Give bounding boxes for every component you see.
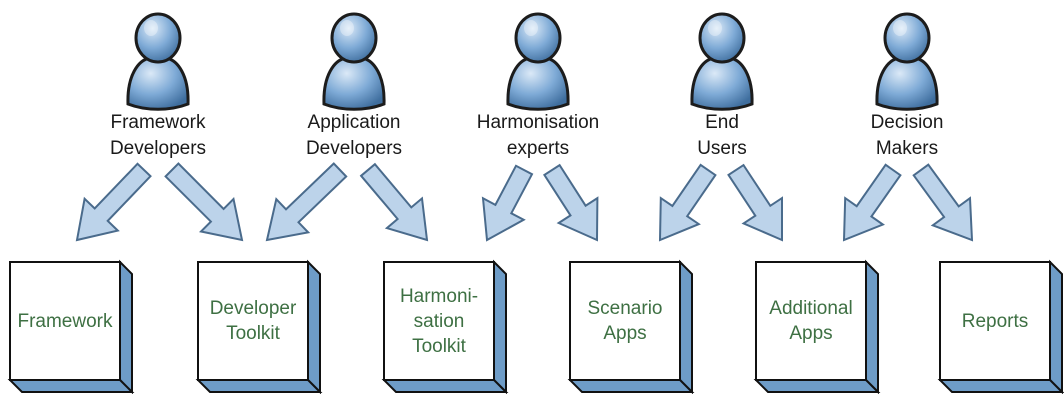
arrow-icon <box>481 164 534 242</box>
component-label-line: Toolkit <box>226 323 280 344</box>
arrow-icon <box>727 163 783 242</box>
actor-label-line: experts <box>506 138 570 159</box>
arrow-icon <box>265 162 348 242</box>
person-icon <box>506 12 570 111</box>
arrow-icon <box>75 162 152 242</box>
actor-label-line: Developers <box>305 138 403 159</box>
actor-label: Harmonisation experts <box>453 110 623 162</box>
component-label: Reports <box>935 309 1055 334</box>
component-box <box>567 259 695 394</box>
component-box <box>381 259 509 394</box>
arrows-layer <box>75 162 974 242</box>
person-icon <box>875 12 939 111</box>
component-label-line: Reports <box>961 310 1029 332</box>
component-label-line: Harmoni- <box>399 285 479 307</box>
component-box <box>195 259 323 394</box>
component-box <box>937 259 1064 394</box>
component-box <box>753 259 881 394</box>
persons-layer <box>126 12 939 111</box>
arrow-icon <box>164 162 244 242</box>
arrow-icon <box>658 163 717 242</box>
person-icon <box>322 12 386 111</box>
person-icon <box>126 12 190 111</box>
component-label-line: Additional <box>769 298 853 319</box>
actor-label-line: Decision <box>870 112 944 133</box>
arrow-icon <box>543 163 599 242</box>
component-label: Framework <box>5 309 125 334</box>
actor-label-line: Makers <box>875 138 939 159</box>
component-box <box>7 259 135 394</box>
component-label-line: Toolkit <box>412 335 466 357</box>
person-icon <box>690 12 754 111</box>
boxes-layer <box>7 259 1064 394</box>
component-label-line: sation <box>413 310 465 332</box>
component-label-line: Scenario <box>587 298 663 319</box>
actor-label-line: Users <box>697 138 747 159</box>
arrow-icon <box>912 163 974 242</box>
actor-label-line: Developers <box>109 138 207 159</box>
actor-label-line: Framework <box>110 112 206 133</box>
actor-label-line: Harmonisation <box>476 112 600 133</box>
component-label-line: Developer <box>209 298 297 319</box>
arrow-icon <box>359 162 429 242</box>
arrow-icon <box>842 163 902 242</box>
component-label-line: Framework <box>17 310 113 332</box>
component-label-line: Apps <box>789 323 833 344</box>
actor-label-line: End <box>705 112 739 133</box>
actor-label-line: Application <box>307 112 401 133</box>
component-label-line: Apps <box>603 323 647 344</box>
